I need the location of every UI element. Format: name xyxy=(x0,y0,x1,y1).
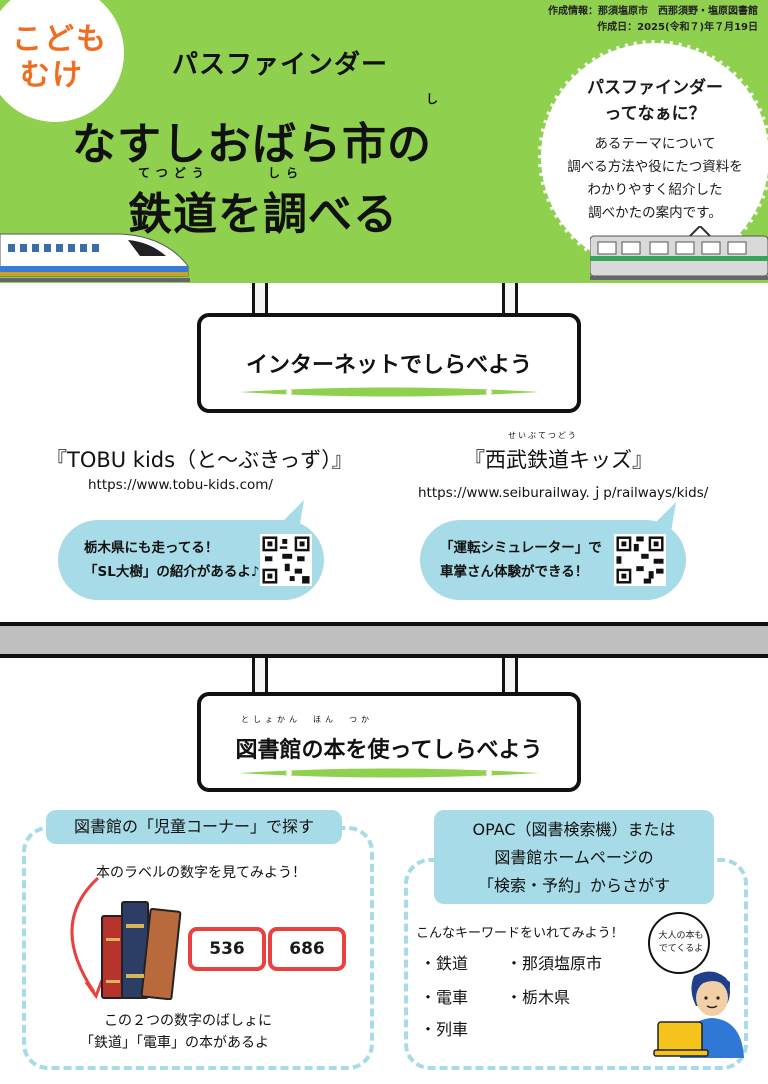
page-title-line1: なすしおばら市の xyxy=(72,119,432,170)
badge-line1: こども xyxy=(12,22,108,57)
internet-sign-label: インターネットでしらべよう xyxy=(245,353,532,378)
library-sign: としょかん ほん つか 図書館の本を使ってしらべよう xyxy=(197,692,581,792)
title-ruby-shira: しら xyxy=(268,166,305,180)
seibu-kids-bubble: 「運転シミュレーター」で 車掌さん体験ができる！ xyxy=(420,520,686,600)
commuter-train-icon xyxy=(590,226,768,280)
what-is-pathfinder-circle: パスファインダー ってなぁに？ あるテーマについて 調べる方法や役にたつ資料を … xyxy=(538,40,768,274)
curved-arrow-icon xyxy=(70,876,104,1000)
tobu-bubble-line1: 栃木県にも走ってる！ xyxy=(84,540,219,556)
sign-post-left xyxy=(252,283,268,317)
meta-line1: 作成情報：那須塩原市 西那須野・塩原図書館 xyxy=(548,6,758,17)
what-desc-line1: あるテーマについて xyxy=(594,136,716,152)
result-line2: 「鉄道」「電車」の本があるよ xyxy=(80,1035,269,1051)
badge-line2: むけ xyxy=(20,58,84,93)
person-with-laptop-icon xyxy=(653,971,744,1058)
keyword-item: ・那須塩原市 xyxy=(506,954,603,973)
what-heading-line2: ってなぁに？ xyxy=(604,104,706,124)
internet-sign: インターネットでしらべよう xyxy=(197,313,581,413)
seibu-title-ruby: せいぶてつどう xyxy=(508,431,578,440)
label-number-box: 686 xyxy=(268,927,346,971)
tobu-kids-url[interactable]: https://www.tobu-kids.com/ xyxy=(88,477,273,493)
what-desc-line2: 調べる方法や役にたつ資料を xyxy=(567,159,743,175)
what-description: あるテーマについて 調べる方法や役にたつ資料を わかりやすく紹介した 調べかたの… xyxy=(551,133,759,225)
opac-tab: OPAC（図書検索機）または 図書館ホームページの 「検索・予約」からさがす xyxy=(434,810,714,904)
seibu-kids-url[interactable]: https://www.seiburailway.ｊp/railways/kid… xyxy=(418,485,709,501)
page-title-line2: 鉄道を調べる xyxy=(128,189,398,240)
sign-post-right xyxy=(502,658,518,696)
keyword-item: ・栃木県 xyxy=(506,988,571,1007)
speech-bubble: 大人の本もでてくるよ xyxy=(648,912,710,974)
section-divider xyxy=(0,622,768,658)
label-instruction: 本のラベルの数字を見てみよう！ xyxy=(96,865,306,881)
what-desc-line4: 調べかたの案内です。 xyxy=(588,205,722,221)
sign-green-line xyxy=(239,768,539,778)
title-ruby-tetsudou: てつどう xyxy=(138,166,210,180)
label-number-box: 536 xyxy=(188,927,266,971)
books-icon xyxy=(101,901,182,1000)
library-sign-label: 図書館の本を使ってしらべよう xyxy=(235,738,543,763)
opac-tab-line3: 「検索・予約」からさがす xyxy=(477,876,670,895)
keyword-item: ・鉄道 xyxy=(420,954,469,973)
tobu-kids-title: 『TOBU kids（と～ぶきっず）』 xyxy=(46,448,353,472)
speech-text: 大人の本もでてくるよ xyxy=(658,931,704,954)
seibu-bubble-line2: 車掌さん体験ができる！ xyxy=(440,564,589,580)
pathfinder-label: パスファインダー xyxy=(172,50,389,80)
keyword-instruction: こんなキーワードをいれてみよう！ xyxy=(416,926,624,941)
sign-green-line xyxy=(239,387,539,397)
sign-post-left xyxy=(252,658,268,696)
seibu-bubble-line1: 「運転シミュレーター」で xyxy=(440,540,602,556)
tobu-bubble-line2: 「SL大樹」の紹介があるよ♪ xyxy=(84,564,260,580)
opac-tab-line2: 図書館ホームページの xyxy=(494,848,654,867)
bullet-train-icon xyxy=(0,233,190,282)
tobu-bubble-text: 栃木県にも走ってる！ 「SL大樹」の紹介があるよ♪ xyxy=(84,536,259,584)
library-sign-ruby: としょかん ほん つか xyxy=(241,715,373,724)
title-ruby-shi: し xyxy=(426,92,445,106)
creation-info: 作成情報：那須塩原市 西那須野・塩原図書館 作成日：2025(令和７)年７月19… xyxy=(548,4,758,36)
childrens-corner-tab: 図書館の「児童コーナー」で探す xyxy=(46,810,342,844)
result-line1: この２つの数字のばしょに xyxy=(104,1013,272,1029)
kids-badge: こども むけ xyxy=(0,0,124,122)
keyword-item: ・列車 xyxy=(420,1020,469,1039)
qr-code-icon[interactable] xyxy=(614,534,666,586)
qr-code-icon[interactable] xyxy=(260,534,312,586)
seibu-bubble-text: 「運転シミュレーター」で 車掌さん体験ができる！ xyxy=(440,536,602,584)
what-desc-line3: わかりやすく紹介した xyxy=(587,182,723,198)
header-banner: こども むけ 作成情報：那須塩原市 西那須野・塩原図書館 作成日：2025(令和… xyxy=(0,0,768,283)
sign-post-right xyxy=(502,283,518,317)
tobu-kids-bubble: 栃木県にも走ってる！ 「SL大樹」の紹介があるよ♪ xyxy=(58,520,324,600)
keyword-item: ・電車 xyxy=(420,988,469,1007)
meta-line2: 作成日：2025(令和７)年７月19日 xyxy=(597,22,758,33)
what-heading-line1: パスファインダー xyxy=(587,78,723,98)
seibu-kids-title: 『西武鉄道キッズ』 xyxy=(464,448,653,472)
opac-tab-line1: OPAC（図書検索機）または xyxy=(472,820,676,839)
